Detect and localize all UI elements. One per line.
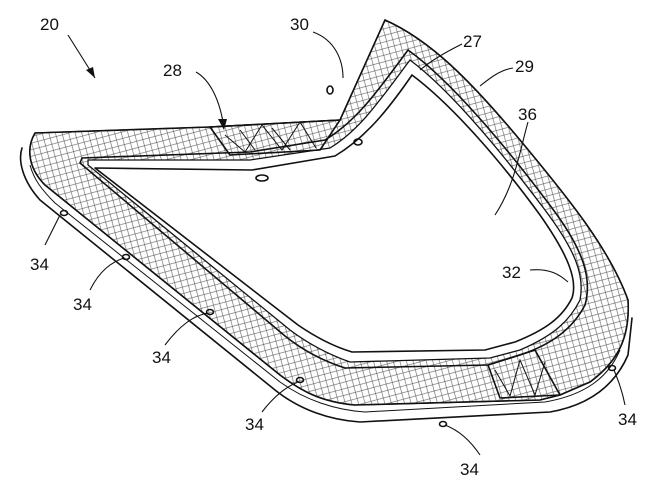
ref-rib-front-label: 28 bbox=[163, 61, 182, 80]
leader-lines bbox=[44, 31, 626, 456]
ref-outer-rim-label: 29 bbox=[515, 57, 534, 76]
ref-fastener-label-5: 34 bbox=[460, 460, 479, 479]
ref-opening-label: 36 bbox=[518, 105, 537, 124]
ref-inner-edge-label: 32 bbox=[502, 263, 521, 282]
ref-fastener-label-1: 34 bbox=[30, 255, 49, 274]
opening-edge bbox=[94, 74, 575, 353]
ref-fastener-label-4: 34 bbox=[245, 415, 264, 434]
ref-rib-top-label: 30 bbox=[290, 15, 309, 34]
arrow-head-20 bbox=[86, 67, 95, 78]
arrow-head-28 bbox=[218, 119, 227, 130]
ref-fastener-label-2: 34 bbox=[73, 295, 92, 314]
ref-fastener-label-3: 34 bbox=[152, 348, 171, 367]
fastener-bosses bbox=[59, 85, 617, 428]
ref-fastener-label-6: 34 bbox=[618, 410, 637, 429]
bottom-flange bbox=[19, 147, 633, 423]
ref-assembly-label: 20 bbox=[40, 15, 59, 34]
rib-structure-bottom bbox=[487, 349, 561, 401]
ref-inner-rim-label: 27 bbox=[463, 32, 482, 51]
rib-structure-front bbox=[209, 119, 341, 156]
inner-rim bbox=[79, 49, 589, 369]
bottom-flange-inner bbox=[29, 164, 621, 413]
